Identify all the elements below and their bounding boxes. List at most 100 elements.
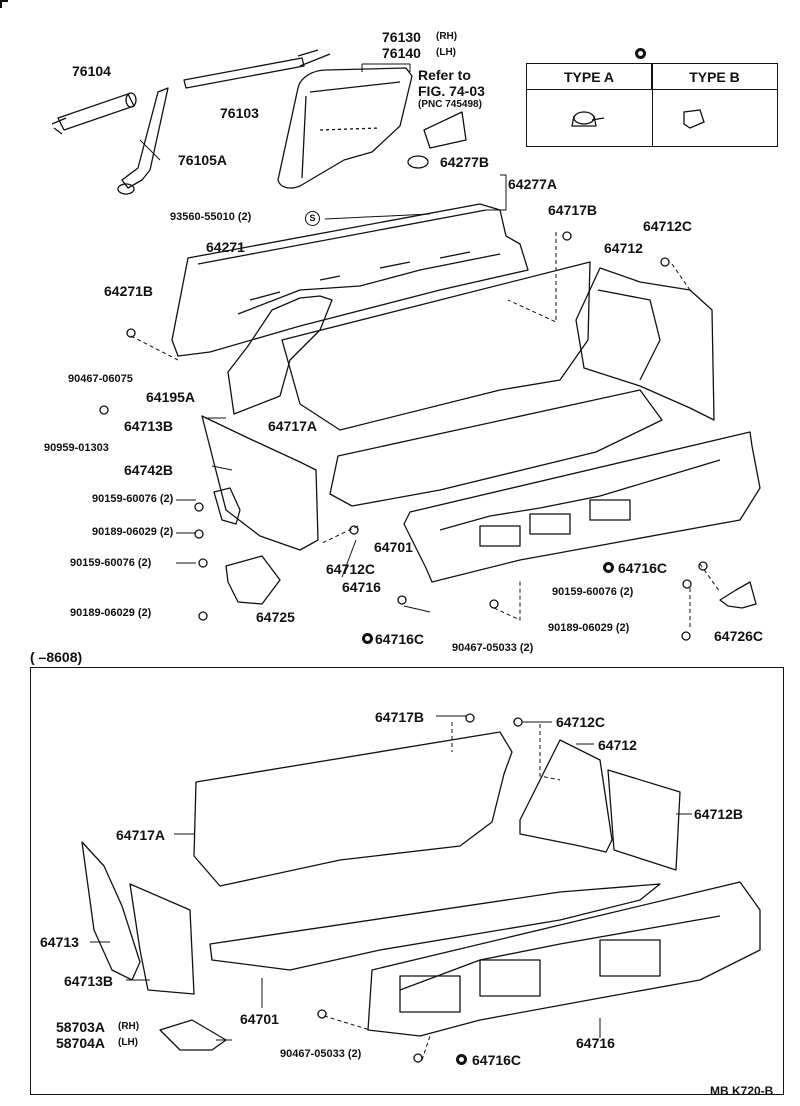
panel-64195A [227, 295, 333, 415]
floor-mat-64701 [329, 389, 663, 507]
leader-lines-lower [90, 715, 692, 1041]
label-93560: 93560-55010 (2) [170, 211, 252, 223]
clip-marker-icon [603, 562, 614, 573]
side-64713-lower [81, 841, 141, 981]
label-76103: 76103 [220, 105, 259, 121]
label-lower-90467-05033: 90467-05033 (2) [280, 1048, 362, 1060]
torsion-bar-76104 [51, 92, 137, 135]
label-lh: (LH) [436, 47, 456, 58]
bracket-64742B [213, 487, 241, 525]
clip-marker-icon [635, 48, 646, 59]
side-trim-64712 [575, 267, 715, 421]
pad-64713B-lower [129, 883, 195, 995]
label-lower-64717B: 64717B [375, 709, 425, 725]
label-90189-06029-a: 90189-06029 (2) [92, 526, 174, 538]
label-lower-lh: (LH) [118, 1037, 138, 1048]
label-90159-60076-c: 90159-60076 (2) [552, 586, 634, 598]
label-lower-58703A: 58703A [56, 1019, 106, 1035]
clip-marker-icon [456, 1054, 467, 1065]
s-marker-icon: S [305, 211, 320, 226]
bracket-64726C [719, 581, 757, 609]
label-rh: (RH) [436, 31, 458, 42]
package-tray-64271 [171, 203, 529, 357]
page-corner-mark [0, 0, 8, 8]
pad-64712B [607, 769, 681, 871]
label-64713B: 64713B [124, 418, 174, 434]
type-a-clip-icon [571, 111, 605, 127]
refer-patch [423, 111, 467, 149]
type-table-divider [652, 64, 653, 146]
label-64712C: 64712C [643, 218, 693, 234]
label-lower-64712: 64712 [598, 737, 637, 753]
label-76104: 76104 [72, 63, 111, 79]
type-b-clip-icon [683, 109, 705, 129]
label-64716C-right: 64716C [618, 560, 668, 576]
dashed-leaders-lower [323, 722, 561, 1061]
label-64716: 64716 [342, 579, 381, 595]
label-64271B: 64271B [104, 283, 154, 299]
plug-64277B [407, 155, 429, 169]
label-lower-64713B: 64713B [64, 973, 114, 989]
label-90959-01303: 90959-01303 [44, 442, 109, 454]
floor-64701-lower [209, 883, 661, 971]
plate-58703A [159, 1019, 227, 1051]
type-table: TYPE A TYPE B [526, 63, 778, 147]
label-lower-64716C: 64716C [472, 1052, 522, 1068]
label-lower-64716: 64716 [576, 1035, 615, 1051]
label-lower-64713: 64713 [40, 934, 79, 950]
panel-76130 [277, 67, 413, 189]
label-refer-fig: FIG. 74-03 [418, 83, 485, 99]
side-panel-64713B [201, 415, 319, 551]
side-trim-64712-lower [519, 739, 613, 853]
rear-panel-64716-lower [367, 881, 761, 1037]
label-lower-64712B: 64712B [694, 806, 744, 822]
label-lower-58704A: 58704A [56, 1035, 106, 1051]
label-64725: 64725 [256, 609, 295, 625]
label-64726C: 64726C [714, 628, 764, 644]
label-64701: 64701 [374, 539, 413, 555]
label-64717A: 64717A [268, 418, 318, 434]
label-64271: 64271 [206, 239, 245, 255]
leader-lines-upper [139, 63, 507, 613]
label-90159-60076-a: 90159-60076 (2) [92, 493, 174, 505]
block-64725 [225, 555, 281, 605]
label-64277B: 64277B [440, 154, 490, 170]
rod-76103 [183, 49, 331, 89]
label-64277A: 64277A [508, 176, 558, 192]
type-a-header: TYPE A [527, 64, 652, 90]
label-lower-64717A: 64717A [116, 827, 166, 843]
label-refer-pnc: (PNC 745498) [418, 99, 482, 110]
label-lower-64712C: 64712C [556, 714, 606, 730]
support-76105A [117, 87, 169, 195]
label-76140: 76140 [382, 45, 421, 61]
label-lower-64701: 64701 [240, 1011, 279, 1027]
board-64717A-lower [193, 731, 513, 887]
label-76130: 76130 [382, 29, 421, 45]
label-90189-06029-c: 90189-06029 (2) [548, 622, 630, 634]
label-lower-rh: (RH) [118, 1021, 140, 1032]
label-64712: 64712 [604, 240, 643, 256]
label-90467-06075: 90467-06075 [68, 373, 133, 385]
label-76105A: 76105A [178, 152, 228, 168]
type-icons [571, 109, 705, 129]
lower-variant-frame [30, 667, 784, 1095]
label-90159-60076-b: 90159-60076 (2) [70, 557, 152, 569]
production-range-label: ( –8608) [30, 649, 83, 665]
label-64717B: 64717B [548, 202, 598, 218]
board-64717A [281, 261, 591, 431]
rear-panel-64716 [403, 431, 761, 583]
dashed-leaders-upper [130, 232, 721, 630]
label-90467-05033: 90467-05033 (2) [452, 642, 534, 654]
label-64716C-left: 64716C [375, 631, 425, 647]
label-64712C-lower: 64712C [326, 561, 376, 577]
label-64742B: 64742B [124, 462, 174, 478]
figure-code: MB K720-B [710, 1084, 774, 1098]
type-b-header: TYPE B [652, 64, 777, 90]
label-64195A: 64195A [146, 389, 196, 405]
label-90189-06029-b: 90189-06029 (2) [70, 607, 152, 619]
fastener-group [99, 231, 708, 641]
clip-marker-icon [362, 633, 373, 644]
label-refer-to: Refer to [418, 67, 471, 83]
